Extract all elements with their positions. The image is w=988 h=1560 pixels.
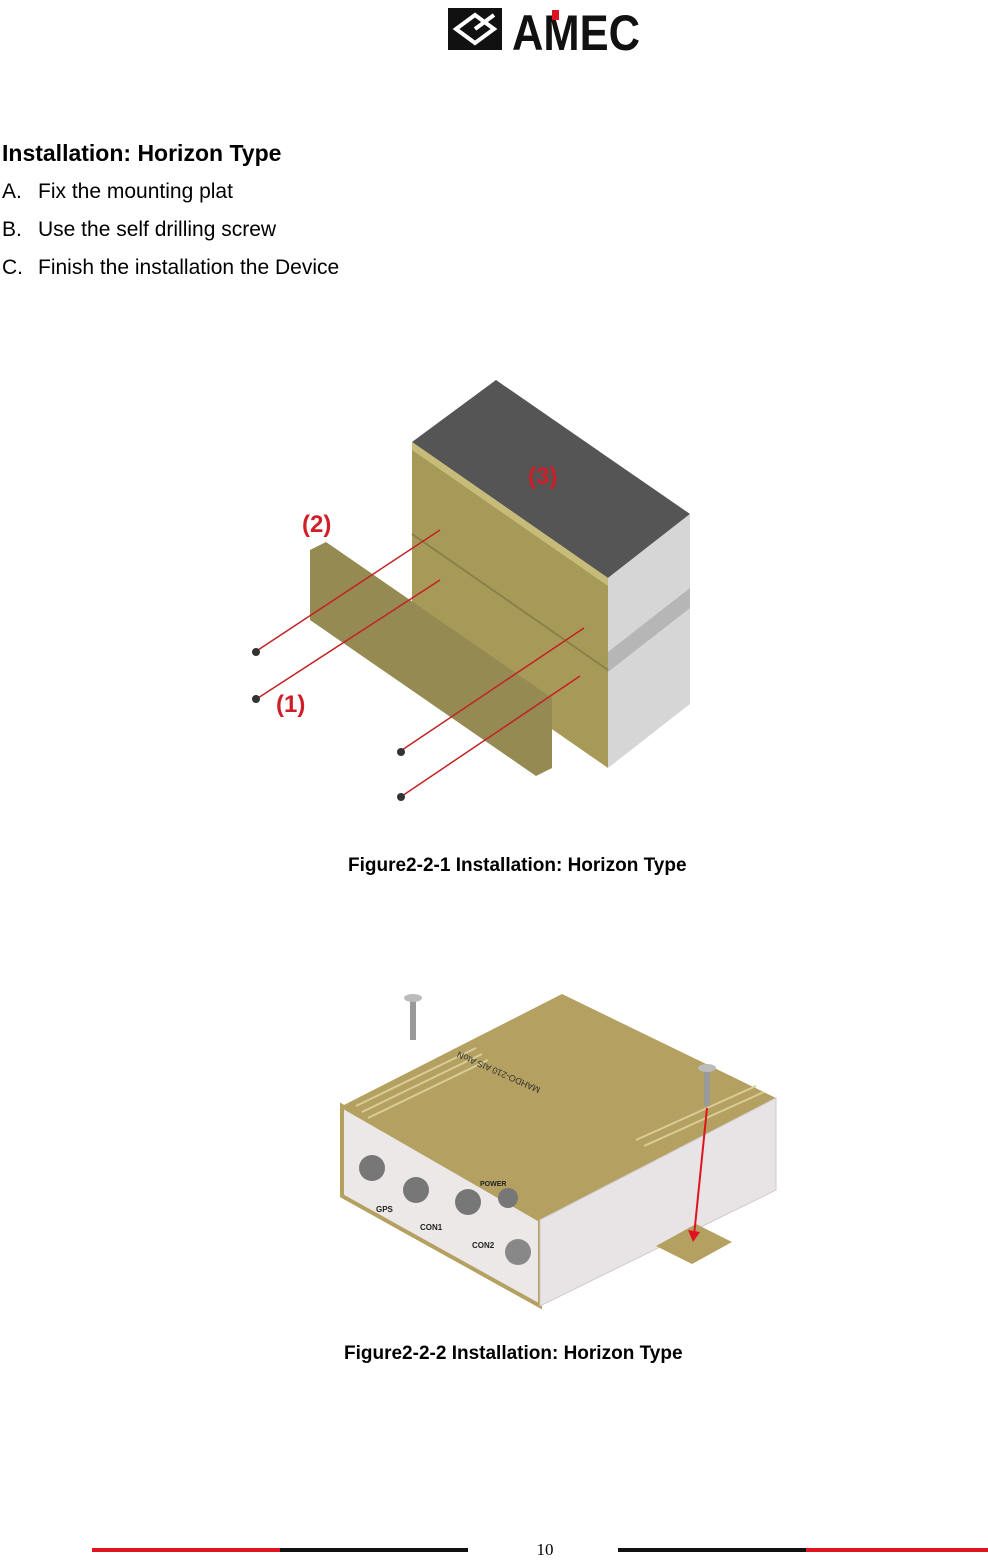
figure-horizon-mount-device: MAHDO-210 AIS AtoN GPS CON1 CON2 POWER xyxy=(340,994,777,1310)
installation-steps: A. Fix the mounting plat B. Use the self d… xyxy=(2,178,339,292)
footer-line-right-black xyxy=(618,1548,806,1552)
footer-line-right-red xyxy=(806,1548,988,1552)
figure1-caption: Figure2-2-1 Installation: Horizon Type xyxy=(348,855,687,876)
step-item: B. Use the self drilling screw xyxy=(2,216,339,254)
footer-line-left-black xyxy=(280,1548,468,1552)
label-two: (2) xyxy=(302,511,331,538)
connector-power-label: POWER xyxy=(480,1181,506,1188)
step-letter: B. xyxy=(2,218,22,241)
footer-line-left-red xyxy=(92,1548,280,1552)
connector-gps-label: GPS xyxy=(376,1205,394,1214)
step-letter: A. xyxy=(2,180,22,203)
step-item: C. Finish the installation the Device xyxy=(2,254,339,292)
connector-con1-label: CON1 xyxy=(420,1223,443,1232)
amec-logo: AMEC xyxy=(448,5,640,54)
figure-horizon-mount-exploded: (3) (2) (1) xyxy=(252,380,690,801)
step-text: Finish the installation the Device xyxy=(38,256,340,279)
connector-con2-label: CON2 xyxy=(472,1241,495,1250)
label-three: (3) xyxy=(528,463,557,490)
step-letter: C. xyxy=(2,256,23,279)
step-text: Fix the mounting plat xyxy=(38,180,233,203)
logo-text: AMEC xyxy=(512,5,640,54)
page-number: 10 xyxy=(536,1540,554,1559)
section-title: Installation: Horizon Type xyxy=(2,140,282,166)
figure2-caption: Figure2-2-2 Installation: Horizon Type xyxy=(344,1343,683,1364)
step-text: Use the self drilling screw xyxy=(38,218,277,241)
label-one: (1) xyxy=(276,691,305,718)
step-item: A. Fix the mounting plat xyxy=(2,178,339,216)
